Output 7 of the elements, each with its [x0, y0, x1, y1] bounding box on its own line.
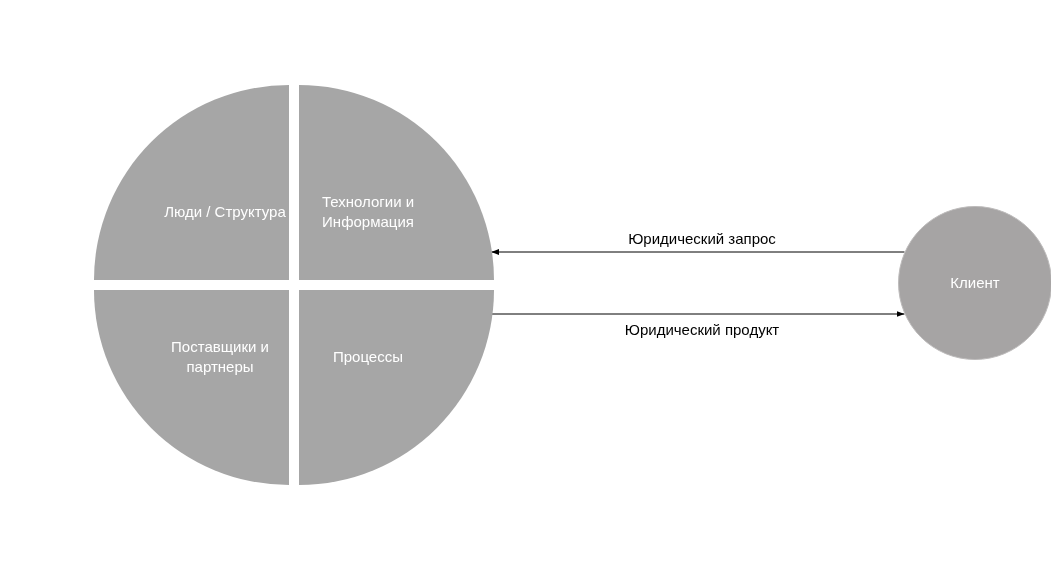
client-label: Клиент — [950, 272, 1000, 293]
quadrant-label: Поставщики и партнеры — [170, 337, 270, 377]
quadrant-label: Технологии и Информация — [320, 192, 416, 232]
arrow — [490, 249, 905, 255]
quadrant-label: Процессы — [332, 347, 404, 367]
quadrant-label: Люди / Структура — [163, 202, 287, 222]
arrow — [491, 311, 905, 317]
